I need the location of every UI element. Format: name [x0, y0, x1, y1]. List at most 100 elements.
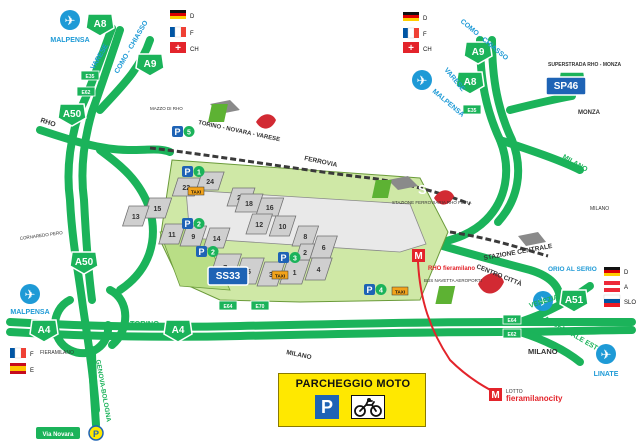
svg-text:4: 4 — [379, 288, 383, 295]
taxi-icon: TAXI — [187, 186, 205, 196]
flag-france-w — [174, 26, 182, 38]
pavilion: 4 — [304, 257, 333, 281]
railway-east — [449, 230, 549, 258]
svg-text:E62: E62 — [508, 332, 517, 338]
pavilion: 18 — [234, 193, 264, 213]
exit-plate: E62 — [502, 328, 522, 339]
label-milano-a4: MILANO — [286, 349, 313, 361]
shield-body — [455, 71, 485, 95]
flag-germany — [403, 12, 419, 15]
motorway-shields: A8A9A50A50A4A4A9A8A52A51SS33SP46E35E62E6… — [29, 13, 589, 343]
svg-text:8: 8 — [303, 234, 307, 241]
via-novara-box — [36, 427, 80, 439]
label-fieramilano-road: FIERAMILANO — [40, 350, 74, 356]
svg-text:2: 2 — [197, 222, 201, 229]
plane-glyph: ✈ — [601, 347, 612, 362]
svg-text:E62: E62 — [82, 90, 91, 96]
flag-spain-y — [10, 366, 26, 371]
shield-label: A9 — [144, 59, 157, 70]
taxi-icon: TAXI — [391, 286, 409, 296]
flag-germany-gold — [604, 273, 620, 276]
shield-body — [85, 13, 115, 37]
shield-label: A8 — [464, 77, 477, 88]
motorway-shield-a50: A50 — [57, 103, 87, 127]
moto-parking-legend: PARCHEGGIO MOTO P — [278, 373, 426, 427]
airport-icon — [412, 70, 432, 90]
label-bus-navetta: BUS NAVETTA AEROPORTI — [424, 278, 482, 283]
flag-france-w — [407, 27, 415, 39]
pavilion: 13 — [122, 205, 150, 227]
shield-body — [69, 251, 99, 275]
svg-text:3: 3 — [269, 272, 273, 279]
shield-body — [463, 41, 493, 65]
svg-text:P: P — [184, 219, 190, 229]
legend-title: PARCHEGGIO MOTO — [295, 378, 411, 390]
via-novara-sign: Via Novara P — [36, 425, 104, 441]
shield-label: A50 — [63, 109, 82, 120]
s-letter: S — [504, 288, 513, 303]
flag-code: CH — [190, 47, 199, 53]
shield-body — [29, 319, 59, 343]
rail-logos: S S S — [208, 100, 546, 304]
shield-label: SP46 — [554, 81, 579, 92]
svg-text:E70: E70 — [256, 304, 265, 310]
flag-code: F — [30, 352, 34, 358]
pavilion: 12 — [245, 213, 273, 235]
pavilion: 2 — [294, 243, 316, 261]
label-linate: LINATE — [594, 371, 619, 378]
label-metro-station: RHO fieramilano — [428, 266, 475, 272]
plane-glyph: ✈ — [65, 13, 76, 28]
road-a8-right — [432, 36, 511, 248]
taxi-icon: TAXI — [271, 270, 289, 280]
svg-text:1: 1 — [197, 170, 201, 177]
s-badge — [435, 286, 456, 304]
label-superstrada: SUPERSTRADA RHO - MONZA — [548, 62, 622, 68]
motorway-shield-a8: A8 — [85, 13, 115, 37]
flag-code: F — [423, 32, 427, 38]
s-letter: S — [418, 182, 427, 197]
trenitalia-logo — [388, 176, 418, 190]
exit-plate: E35 — [80, 70, 100, 81]
svg-text:5: 5 — [247, 269, 251, 276]
swiss-cross: + — [408, 43, 414, 54]
exit-plate: E64 — [218, 300, 238, 311]
pavilion-group: 2422201816151311914121087531642 — [122, 171, 338, 287]
label-stazione-centrale: STAZIONE CENTRALE — [483, 243, 553, 262]
exit-plate: E64 — [502, 314, 522, 325]
flag-france-r — [21, 348, 26, 358]
s-badge — [208, 104, 228, 122]
flag-codes: D F CH D F CH D A SLO F E — [30, 14, 636, 374]
flag-france-r — [181, 27, 186, 37]
flag-code: D — [423, 16, 428, 22]
road-a9-left — [96, 36, 154, 114]
motorway-shield-sp46: SP46 — [545, 76, 587, 96]
svg-text:16: 16 — [266, 205, 274, 212]
flag-slovenia-w — [603, 294, 621, 300]
s-badge — [371, 180, 392, 198]
svg-text:15: 15 — [154, 206, 162, 213]
flag-france-w — [14, 347, 22, 359]
svg-text:1: 1 — [293, 270, 297, 277]
svg-text:P: P — [280, 253, 286, 263]
motorway-shield-a8: A8 — [455, 71, 485, 95]
flag-slovenia-b — [604, 299, 620, 303]
label-ferrovia: FERROVIA — [304, 155, 339, 169]
flag-code: F — [190, 31, 194, 37]
flag-france-b — [10, 348, 15, 358]
flag-germany-red — [170, 13, 186, 16]
shield-body — [559, 289, 589, 313]
flag-germany — [170, 10, 186, 13]
flags: + + — [10, 10, 621, 374]
motorway-shield-a9: A9 — [135, 53, 165, 77]
svg-text:5: 5 — [187, 130, 191, 137]
shield-label: SS33 — [216, 271, 241, 282]
pavilion: 10 — [268, 215, 297, 237]
shield-label: A9 — [472, 47, 485, 58]
metro-line — [417, 261, 501, 396]
via-novara-label: Via Novara — [43, 432, 75, 438]
label-torino-a4: TORINO — [130, 319, 159, 328]
